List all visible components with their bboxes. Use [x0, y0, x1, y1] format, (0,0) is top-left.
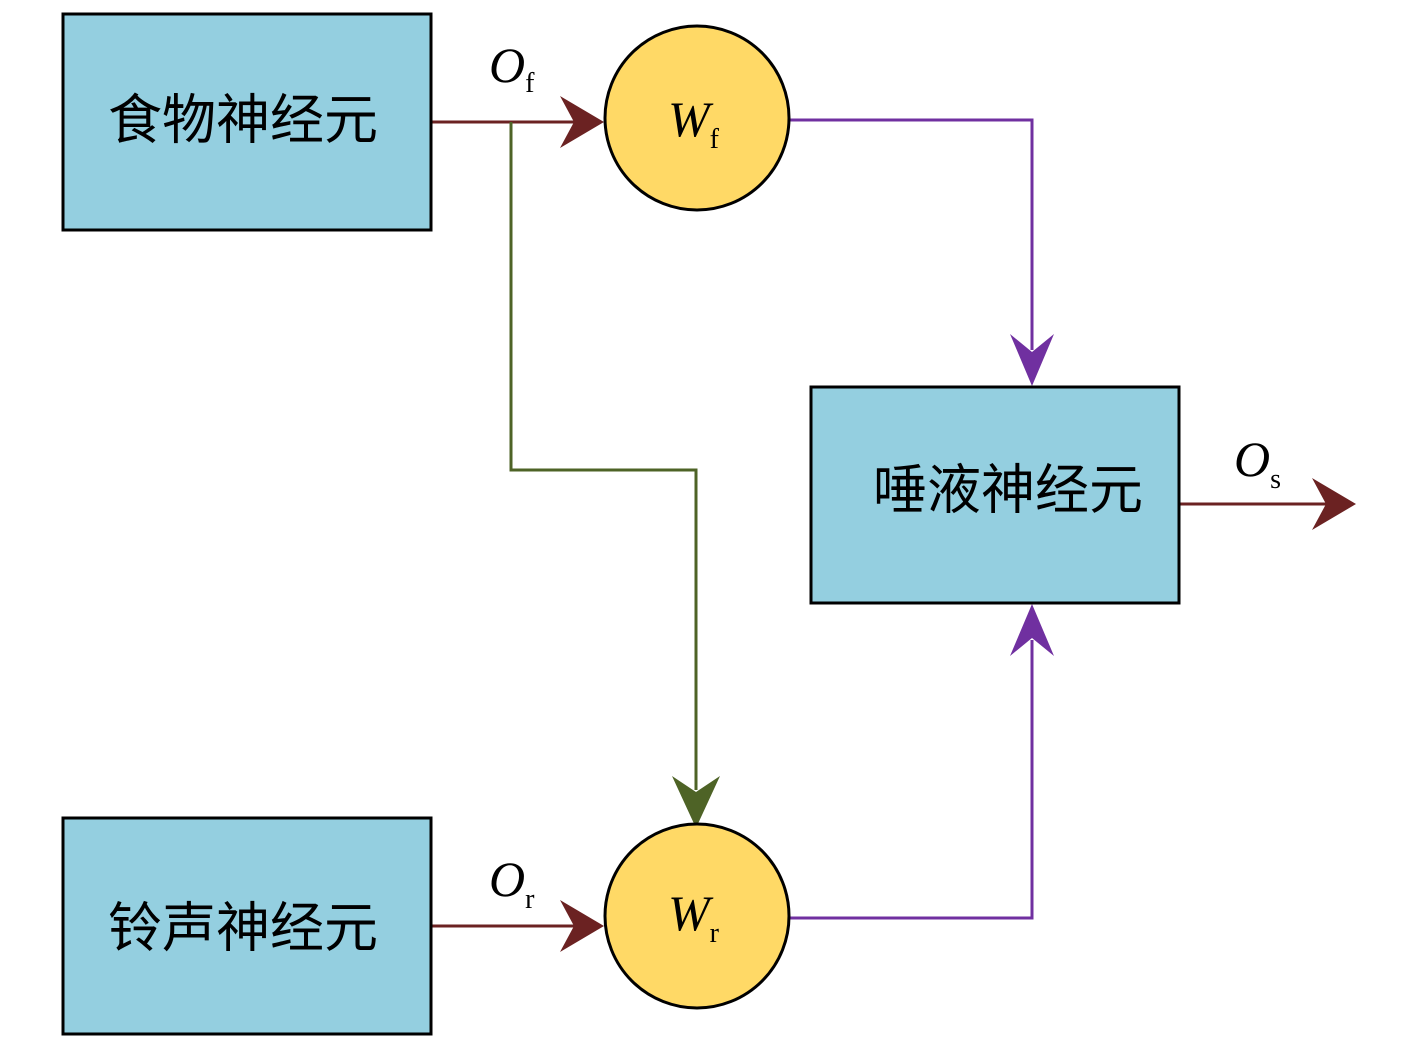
- food-to-wf-arrowhead: [560, 96, 604, 148]
- os-label: Os: [1234, 431, 1281, 495]
- wf-to-saliva-line: [790, 118, 1034, 350]
- wr-to-saliva-line: [790, 640, 1034, 920]
- wr-label: Wr: [668, 885, 720, 949]
- saliva-neuron-label: 唾液神经元: [873, 459, 1143, 522]
- of-symbol: O: [489, 37, 525, 93]
- of-subscript: f: [525, 68, 535, 99]
- wf-subscript: f: [710, 124, 720, 155]
- wr-symbol: W: [668, 885, 714, 941]
- of-label: Of: [489, 37, 535, 99]
- or-label: Or: [489, 851, 535, 915]
- food-neuron-label: 食物神经元: [108, 89, 378, 152]
- wf-weight-node: Wf: [603, 24, 791, 212]
- wf-to-saliva-arrowhead: [1010, 334, 1054, 386]
- food-to-wr-line: [509, 122, 698, 790]
- food-to-wr-arrowhead: [672, 776, 720, 828]
- wf-symbol: W: [668, 91, 714, 147]
- or-symbol: O: [489, 851, 525, 907]
- saliva-neuron-node: 唾液神经元: [809, 385, 1181, 605]
- connectors: [432, 96, 1356, 952]
- food-neuron-node: 食物神经元: [61, 12, 433, 232]
- bell-neuron-node: 铃声神经元: [61, 816, 433, 1036]
- os-symbol: O: [1234, 431, 1270, 487]
- wf-circle: [603, 24, 791, 212]
- bell-to-wr-arrowhead: [560, 900, 604, 952]
- bell-neuron-box: [61, 816, 433, 1036]
- saliva-output-arrowhead: [1312, 478, 1356, 530]
- wr-weight-node: Wr: [603, 822, 791, 1010]
- wf-label: Wf: [668, 91, 720, 155]
- food-neuron-box: [61, 12, 433, 232]
- bell-neuron-label: 铃声神经元: [108, 897, 378, 960]
- os-subscript: s: [1270, 464, 1281, 495]
- saliva-neuron-box: [809, 385, 1181, 605]
- wr-circle: [603, 822, 791, 1010]
- wr-to-saliva-arrowhead: [1010, 604, 1054, 656]
- or-subscript: r: [525, 884, 535, 915]
- wr-subscript: r: [710, 918, 720, 949]
